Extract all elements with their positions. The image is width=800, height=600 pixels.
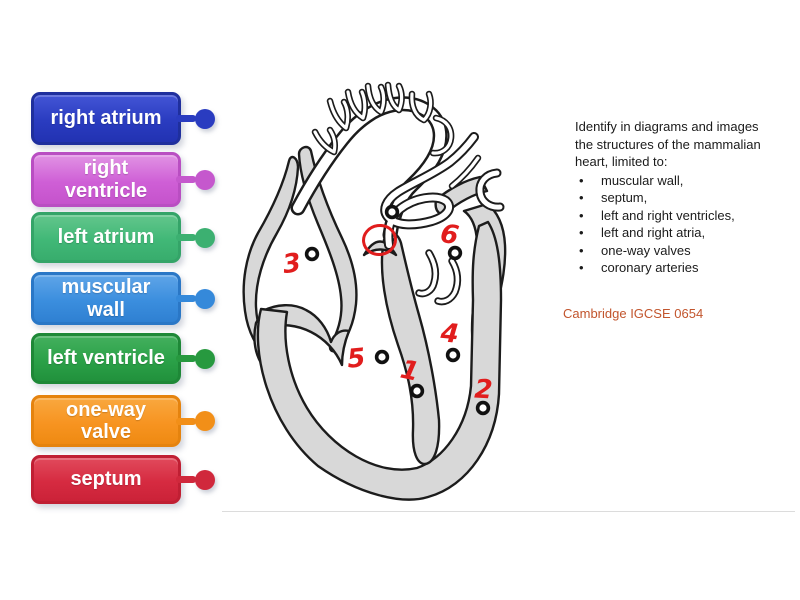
answer-marker-4[interactable] (445, 347, 461, 363)
red-number-3: 3 (281, 248, 303, 280)
answer-marker-2[interactable] (475, 400, 491, 416)
answer-marker-valve[interactable] (384, 204, 400, 220)
bullet-text: one-way valves (601, 242, 691, 258)
label-text: left atrium (57, 226, 155, 249)
label-chip-right-atrium[interactable]: right atrium (31, 92, 215, 145)
chip-stem (176, 115, 196, 122)
bullet-glyph: • (579, 172, 584, 188)
label-text: one-way valve (65, 398, 147, 443)
chip-connector-dot (195, 108, 215, 129)
bullet-item: • left and right atria, (575, 224, 777, 242)
red-number-5: 5 (346, 343, 367, 374)
label-chip-right-ventricle[interactable]: right ventricle (31, 152, 215, 207)
chip-stem (176, 476, 196, 483)
chip-stem (176, 176, 196, 183)
chip-stem (176, 417, 196, 425)
bullet-text: coronary arteries (601, 260, 699, 275)
label-chip-one-way-valve[interactable]: one-way valve (31, 395, 215, 447)
pulmonary-vein-hooks (415, 249, 462, 306)
chip-connector-dot (195, 469, 215, 490)
chip-stem (176, 295, 196, 302)
answer-marker-5[interactable] (374, 349, 390, 365)
label-chip-muscular-wall[interactable]: muscular wall (31, 272, 215, 325)
chip-connector-dot (195, 348, 215, 369)
instruction-block: Identify in diagrams and images the stru… (575, 118, 777, 277)
bullet-item: • left and right ventricles, (575, 207, 777, 225)
bullet-glyph: • (579, 207, 584, 223)
bullet-text: muscular wall, (601, 172, 684, 188)
answer-marker-3[interactable] (304, 246, 320, 262)
red-number-1: 1 (398, 355, 422, 388)
bullet-glyph: • (579, 190, 584, 205)
answer-marker-1[interactable] (409, 383, 425, 399)
label-chip-left-ventricle[interactable]: left ventricle (31, 333, 215, 384)
label-text: right atrium (50, 107, 162, 130)
bullet-text: left and right atria, (601, 225, 706, 240)
label-chip-septum[interactable]: septum (31, 455, 215, 504)
answer-marker-6[interactable] (447, 245, 463, 261)
label-text: septum (70, 468, 142, 491)
label-text: right ventricle (64, 157, 148, 202)
chip-connector-dot (195, 169, 215, 190)
bullet-glyph: • (579, 242, 584, 258)
heart-diagram: 3 6 5 4 1 2 (242, 81, 507, 501)
ventricle-muscular-wall (256, 220, 503, 501)
label-chip-left-atrium[interactable]: left atrium (31, 212, 215, 263)
bullet-item: • muscular wall, (575, 172, 777, 190)
chip-connector-dot (195, 288, 215, 309)
canvas-bottom-divider (222, 511, 795, 512)
label-text: muscular wall (61, 276, 151, 321)
instruction-bullet-list: • muscular wall, • septum, • left and right… (575, 172, 777, 277)
red-number-4: 4 (438, 318, 460, 350)
instruction-intro: Identify in diagrams and images the stru… (575, 119, 761, 169)
label-text: left ventricle (47, 347, 165, 370)
bullet-item: • coronary arteries (575, 259, 777, 277)
chip-connector-dot (195, 227, 215, 248)
bullet-item: • septum, (575, 189, 777, 207)
chip-stem (176, 355, 196, 362)
bullet-text: left and right ventricles, (601, 207, 735, 223)
bullet-glyph: • (579, 260, 584, 275)
pulmonary-artery-lumen (382, 134, 477, 248)
red-circle-annotation (362, 223, 397, 257)
bullet-glyph: • (579, 225, 584, 240)
red-number-2: 2 (474, 375, 494, 406)
red-number-6: 6 (438, 219, 461, 252)
chip-connector-dot (195, 411, 215, 431)
bullet-item: • one-way valves (575, 242, 777, 260)
chip-stem (176, 234, 196, 241)
aortic-arch-branches (311, 81, 455, 157)
bullet-text: septum, (601, 190, 648, 205)
septum-wall (380, 231, 441, 466)
attribution-text: Cambridge IGCSE 0654 (563, 306, 704, 321)
